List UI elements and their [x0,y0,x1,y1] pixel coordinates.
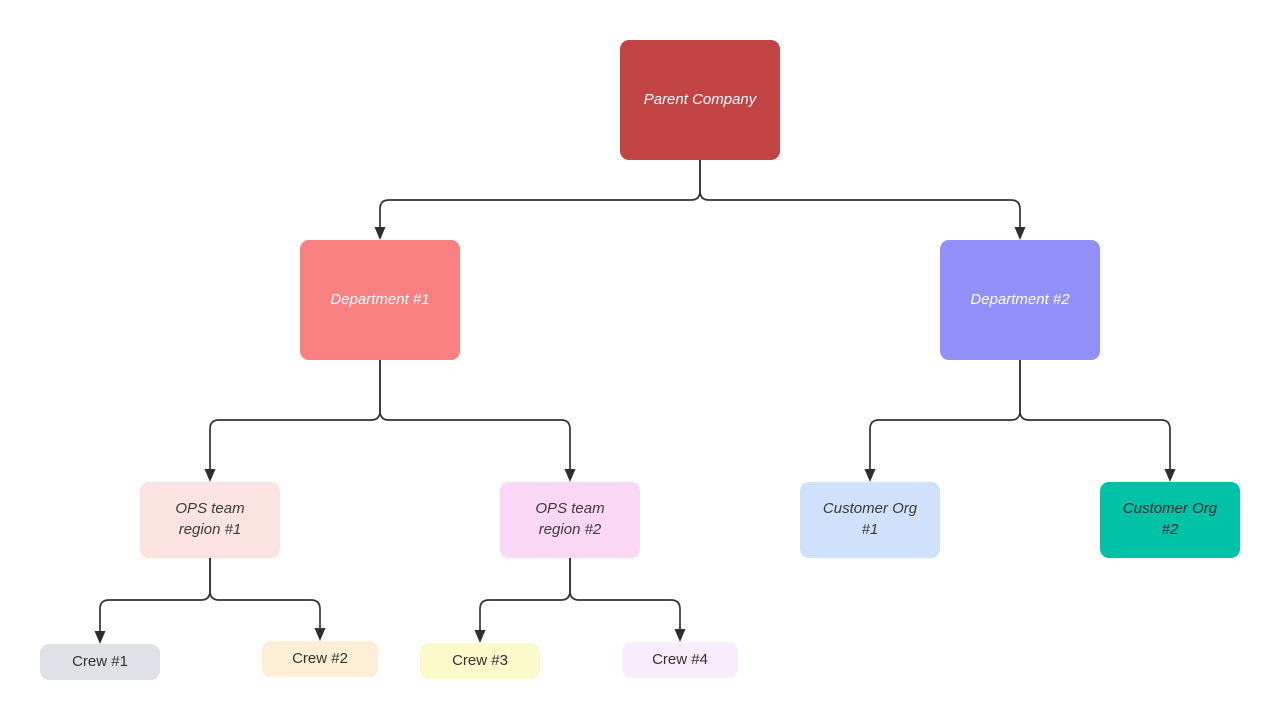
node-label: Crew #1 [72,652,128,670]
node-crew-4[interactable]: Crew #4 [622,642,738,678]
node-ops-team-region-1[interactable]: OPS team region #1 [140,482,280,558]
node-parent-company[interactable]: Parent Company [620,40,780,160]
arrowhead-crew-2 [314,628,326,641]
node-label: Department #1 [330,290,430,308]
node-label: Crew #4 [652,650,708,668]
node-label: OPS team region #1 [175,500,245,538]
node-ops-team-region-2[interactable]: OPS team region #2 [500,482,640,558]
connector-ops-team-region-1-to-crew-2 [209,558,321,629]
connector-department-1-to-ops-team-region-2 [379,360,571,470]
connector-department-2-to-customer-org-2 [1019,360,1171,470]
connector-ops-team-region-2-to-crew-4 [569,558,681,630]
node-crew-2[interactable]: Crew #2 [262,641,378,677]
arrowhead-ops-team-region-2 [564,469,576,482]
node-label: Crew #2 [292,649,348,667]
arrowhead-customer-org-2 [1164,469,1176,482]
node-label: Customer Org #1 [822,500,918,538]
node-crew-1[interactable]: Crew #1 [40,644,160,680]
node-department-2[interactable]: Department #2 [940,240,1100,360]
arrowhead-department-2 [1014,227,1026,240]
arrowhead-department-1 [374,227,386,240]
arrowhead-customer-org-1 [864,469,876,482]
node-label: Crew #3 [452,651,508,669]
node-label: Department #2 [970,290,1070,308]
node-customer-org-2[interactable]: Customer Org #2 [1100,482,1240,558]
connector-parent-company-to-department-2 [699,160,1021,228]
arrowhead-crew-4 [674,629,686,642]
node-crew-3[interactable]: Crew #3 [420,643,540,679]
connector-department-1-to-ops-team-region-1 [209,360,381,470]
connector-ops-team-region-1-to-crew-1 [99,558,211,632]
connector-department-2-to-customer-org-1 [869,360,1021,470]
node-label: OPS team region #2 [535,500,605,538]
arrowhead-ops-team-region-1 [204,469,216,482]
connector-ops-team-region-2-to-crew-3 [479,558,571,631]
connector-parent-company-to-department-1 [379,160,701,228]
node-label: Customer Org #2 [1122,500,1218,538]
arrowhead-crew-1 [94,631,106,644]
arrowhead-crew-3 [474,630,486,643]
node-department-1[interactable]: Department #1 [300,240,460,360]
node-customer-org-1[interactable]: Customer Org #1 [800,482,940,558]
node-label: Parent Company [643,90,757,108]
